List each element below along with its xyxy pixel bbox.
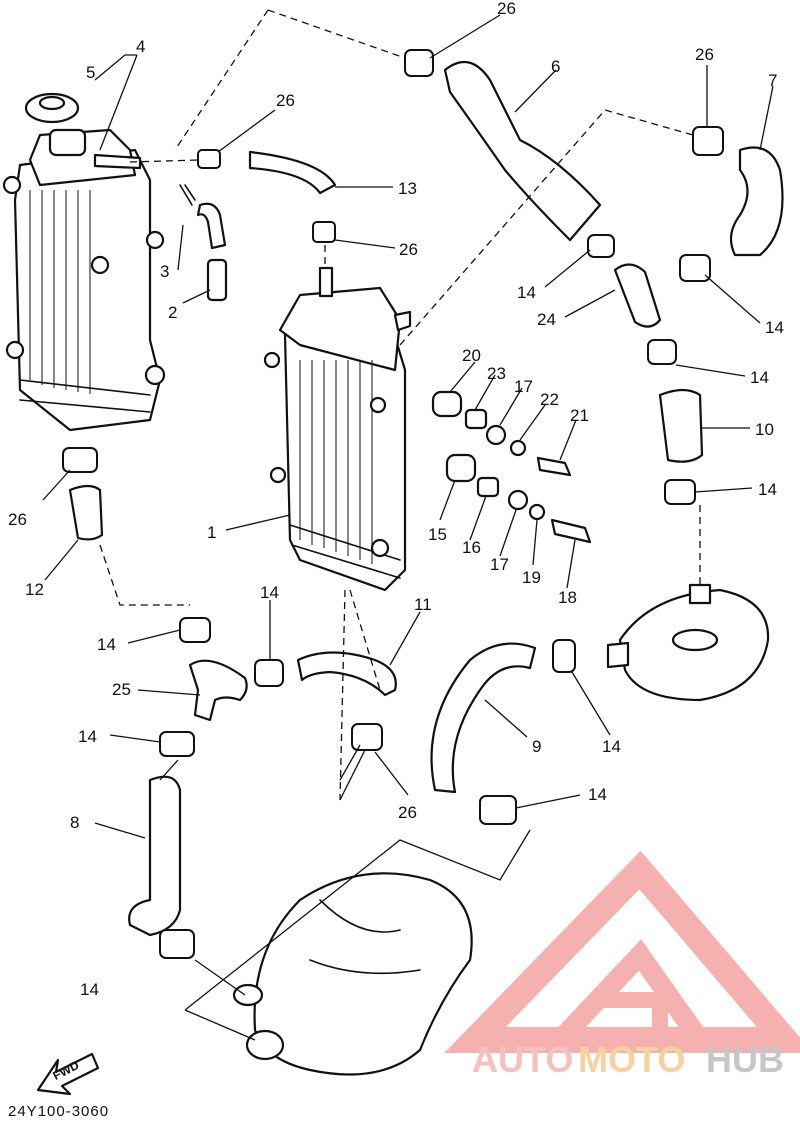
hose-clamps [62,49,724,959]
hose-9 [430,642,537,794]
diagram-code: 24Y100-3060 [8,1103,109,1120]
callout: 14 [602,737,621,756]
callout: 11 [414,595,432,614]
callout: 26 [497,0,516,18]
callout: 14 [765,318,784,337]
radiator-cap [24,92,80,124]
hose-8 [128,775,182,937]
callout: 6 [551,57,560,76]
callout-labels: 4 5 26 26 6 26 7 13 26 3 2 14 24 14 20 1… [8,0,784,999]
callout: 4 [136,37,145,56]
callout: 2 [168,303,177,322]
left-radiator [2,128,166,432]
joint-24 [613,263,662,328]
watermark-moto: MOTO [578,1039,685,1080]
callout: 15 [428,525,447,544]
hose-13 [248,150,337,195]
callout: 14 [97,635,116,654]
hose-10 [658,388,704,463]
callout: 26 [276,91,295,110]
callout: 26 [8,510,27,529]
callout: 13 [398,179,417,198]
callout: 14 [750,368,769,387]
callout: 14 [517,283,536,302]
callout: 14 [78,727,97,746]
callout: 26 [695,45,714,64]
callout: 14 [260,583,279,602]
callout: 9 [532,737,541,756]
callout: 1 [207,523,216,542]
callout: 14 [758,480,777,499]
callout: 25 [112,680,131,699]
hose-12 [68,484,104,541]
callout: 26 [398,803,417,822]
callout: 8 [70,813,79,832]
callout: 26 [399,240,418,259]
overflow-hose [179,184,228,302]
automotohub-watermark: AUTO MOTO HUB [444,850,800,1080]
water-pump [606,583,770,702]
callout: 16 [462,538,481,557]
callout: 14 [588,785,607,804]
callout: 19 [522,568,541,587]
callout: 20 [462,346,481,365]
hose-7 [729,146,784,257]
callout: 17 [514,377,533,396]
fwd-arrow-icon: FWD [36,1052,100,1096]
callout: 3 [160,262,169,281]
center-radiator [263,266,412,592]
engine-case [232,872,473,1076]
callout: 14 [80,980,99,999]
leader-lines [42,9,774,1041]
hose-6 [443,60,602,242]
callout: 18 [558,588,577,607]
callout: 7 [768,71,777,90]
callout: 17 [490,555,509,574]
callout: 10 [755,420,774,439]
callout: 12 [25,580,44,599]
callout: 5 [86,63,95,82]
joint-25 [188,659,248,722]
callout: 23 [487,364,506,383]
watermark-hub: HUB [706,1039,784,1080]
watermark-auto: AUTO [472,1039,573,1080]
callout: 22 [540,390,559,409]
callout: 24 [537,310,556,329]
small-parts [431,390,592,544]
callout: 21 [570,406,589,425]
hose-11 [296,651,397,697]
